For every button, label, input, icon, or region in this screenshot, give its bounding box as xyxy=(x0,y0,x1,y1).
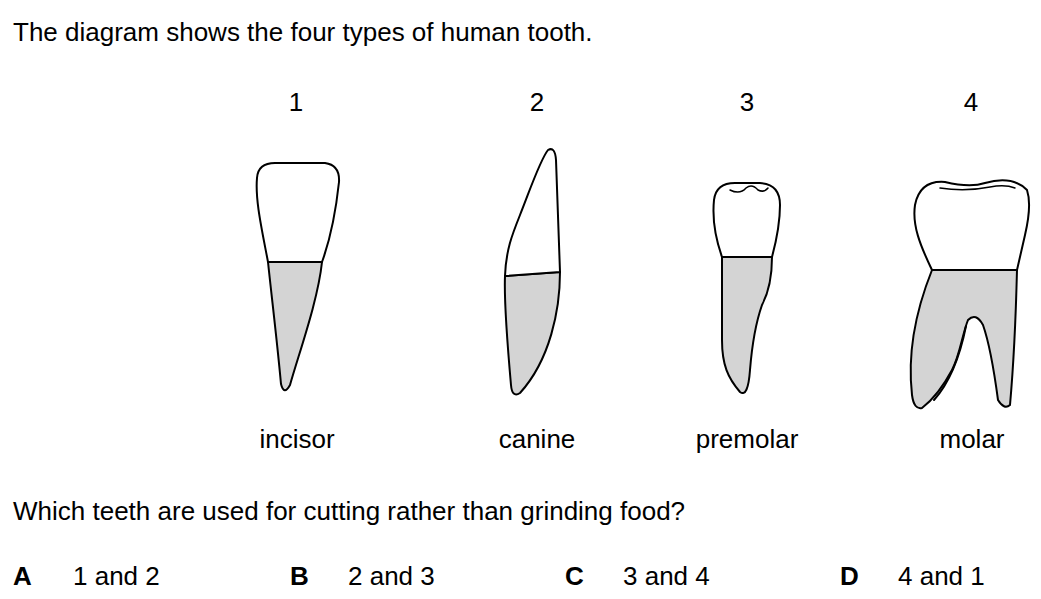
canine-drawing xyxy=(505,149,560,394)
tooth-number: 3 xyxy=(740,87,754,117)
incisor-drawing xyxy=(257,163,339,390)
tooth-number: 2 xyxy=(530,87,544,117)
tooth-number: 4 xyxy=(964,87,978,117)
option-letter-box: A xyxy=(13,562,32,592)
tooth-number-box: 4 xyxy=(964,88,978,118)
molar-drawing xyxy=(911,180,1029,408)
option-text-box: 2 and 3 xyxy=(348,562,435,592)
option-letter: B xyxy=(290,561,309,591)
question-text-box: Which teeth are used for cutting rather … xyxy=(13,497,685,527)
option-text: 2 and 3 xyxy=(348,561,435,591)
tooth-number-box: 1 xyxy=(289,88,303,118)
option-letter: C xyxy=(565,561,584,591)
tooth-name-box: premolar xyxy=(696,425,799,455)
option-text: 3 and 4 xyxy=(623,561,710,591)
tooth-name: incisor xyxy=(259,424,334,454)
tooth-number: 1 xyxy=(289,87,303,117)
option-text-box: 3 and 4 xyxy=(623,562,710,592)
option-letter-box: C xyxy=(565,562,584,592)
option-text-box: 4 and 1 xyxy=(898,562,985,592)
tooth-name-box: canine xyxy=(499,425,576,455)
tooth-number-box: 3 xyxy=(740,88,754,118)
tooth-name-box: incisor xyxy=(259,425,334,455)
option-letter: D xyxy=(840,561,859,591)
question-text: Which teeth are used for cutting rather … xyxy=(13,496,685,526)
tooth-name: premolar xyxy=(696,424,799,454)
tooth-number-box: 2 xyxy=(530,88,544,118)
premolar-drawing xyxy=(713,183,780,393)
option-letter-box: D xyxy=(840,562,859,592)
option-text: 4 and 1 xyxy=(898,561,985,591)
tooth-name: molar xyxy=(939,424,1004,454)
option-text-box: 1 and 2 xyxy=(73,562,160,592)
option-letter: A xyxy=(13,561,32,591)
tooth-name-box: molar xyxy=(939,425,1004,455)
title-text: The diagram shows the four types of huma… xyxy=(13,17,593,47)
tooth-name: canine xyxy=(499,424,576,454)
title-text-box: The diagram shows the four types of huma… xyxy=(13,18,593,48)
option-letter-box: B xyxy=(290,562,309,592)
option-text: 1 and 2 xyxy=(73,561,160,591)
